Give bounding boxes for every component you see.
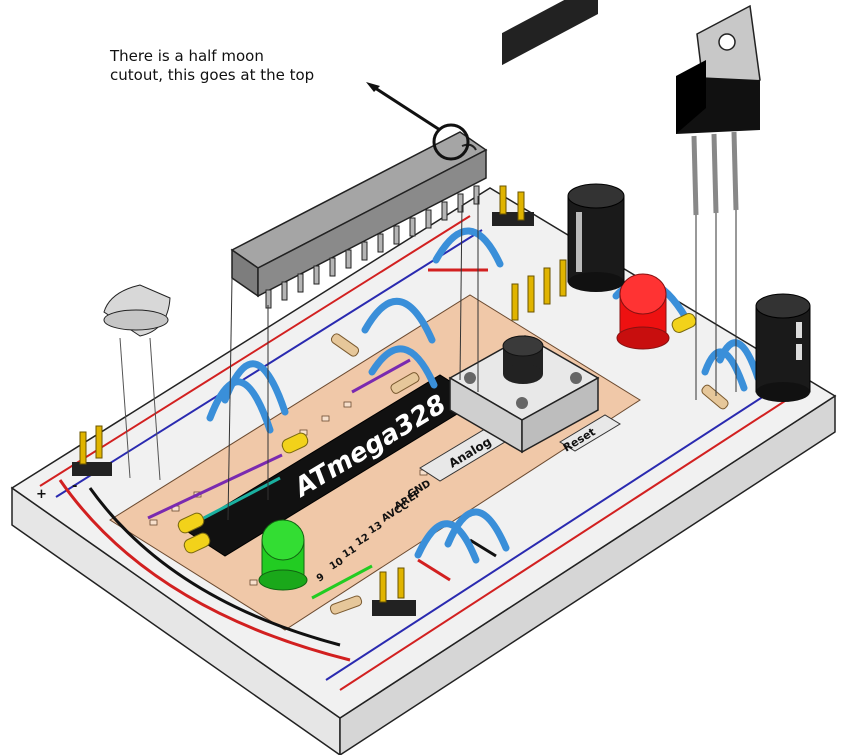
atmega-dip-chip xyxy=(227,131,488,521)
ground-rail-blue-left xyxy=(55,229,483,498)
jumper-arc-5 xyxy=(432,227,504,268)
jumper-arc-3 xyxy=(361,298,436,344)
reset-label-box xyxy=(559,414,621,452)
yellow-cap-2 xyxy=(183,532,211,554)
push-button xyxy=(448,335,600,454)
resistors xyxy=(329,333,729,615)
callout-pointer-arrowhead xyxy=(366,82,380,92)
black-jumper-short xyxy=(469,538,497,558)
resistor-4 xyxy=(701,384,729,410)
header-top-base xyxy=(492,212,534,226)
resistor-3 xyxy=(329,595,363,615)
yellow-cap-1 xyxy=(177,512,205,534)
callout-line-2: cutout, this goes at the top xyxy=(110,66,315,84)
red-wire-curve xyxy=(58,479,351,662)
jumper-arc-6 xyxy=(414,520,480,564)
yellow-capacitors xyxy=(177,313,697,554)
jumper-arc-1 xyxy=(206,378,274,434)
callout-pointer-line xyxy=(371,84,441,132)
header-left-base xyxy=(72,462,112,476)
electrolytic-capacitor-top xyxy=(567,183,625,292)
teal-wire xyxy=(199,476,281,522)
yellow-cap-4 xyxy=(671,313,697,333)
jumper-arc-4 xyxy=(368,345,438,389)
power-rail-red-right xyxy=(339,385,809,691)
notch-highlight-circle xyxy=(432,123,470,161)
chip-notch xyxy=(461,143,477,151)
pin-label-9: 9 xyxy=(315,572,327,585)
resistor-1 xyxy=(330,333,360,357)
purple-wire xyxy=(147,453,283,520)
purple-wire-top xyxy=(351,358,411,394)
rail-minus-label: - xyxy=(72,479,77,494)
ground-rail-blue-right xyxy=(325,375,796,681)
resistor-2 xyxy=(390,372,420,394)
blue-jumpers xyxy=(206,227,762,564)
green-led xyxy=(258,519,308,591)
voltage-regulator xyxy=(676,4,761,400)
rail-plus-label: + xyxy=(36,487,47,502)
callout-line-1: There is a half moon xyxy=(110,47,264,65)
header-six-base xyxy=(502,0,598,66)
yellow-cap-3 xyxy=(281,432,309,454)
jumper-arc-7 xyxy=(444,508,510,552)
green-wire xyxy=(311,564,373,600)
red-led xyxy=(616,273,670,350)
jumper-arc-10 xyxy=(716,339,762,382)
callout-text: There is a half moon cutout, this goes a… xyxy=(110,47,410,85)
jumper-arc-2 xyxy=(221,360,289,416)
black-wire-curve xyxy=(88,487,341,647)
power-rail-red-left xyxy=(39,215,471,487)
header-bottom-base xyxy=(372,600,416,616)
electrolytic-capacitor-right xyxy=(755,293,811,402)
red-jumper-short xyxy=(417,558,451,582)
crystal-oscillator xyxy=(103,284,171,481)
